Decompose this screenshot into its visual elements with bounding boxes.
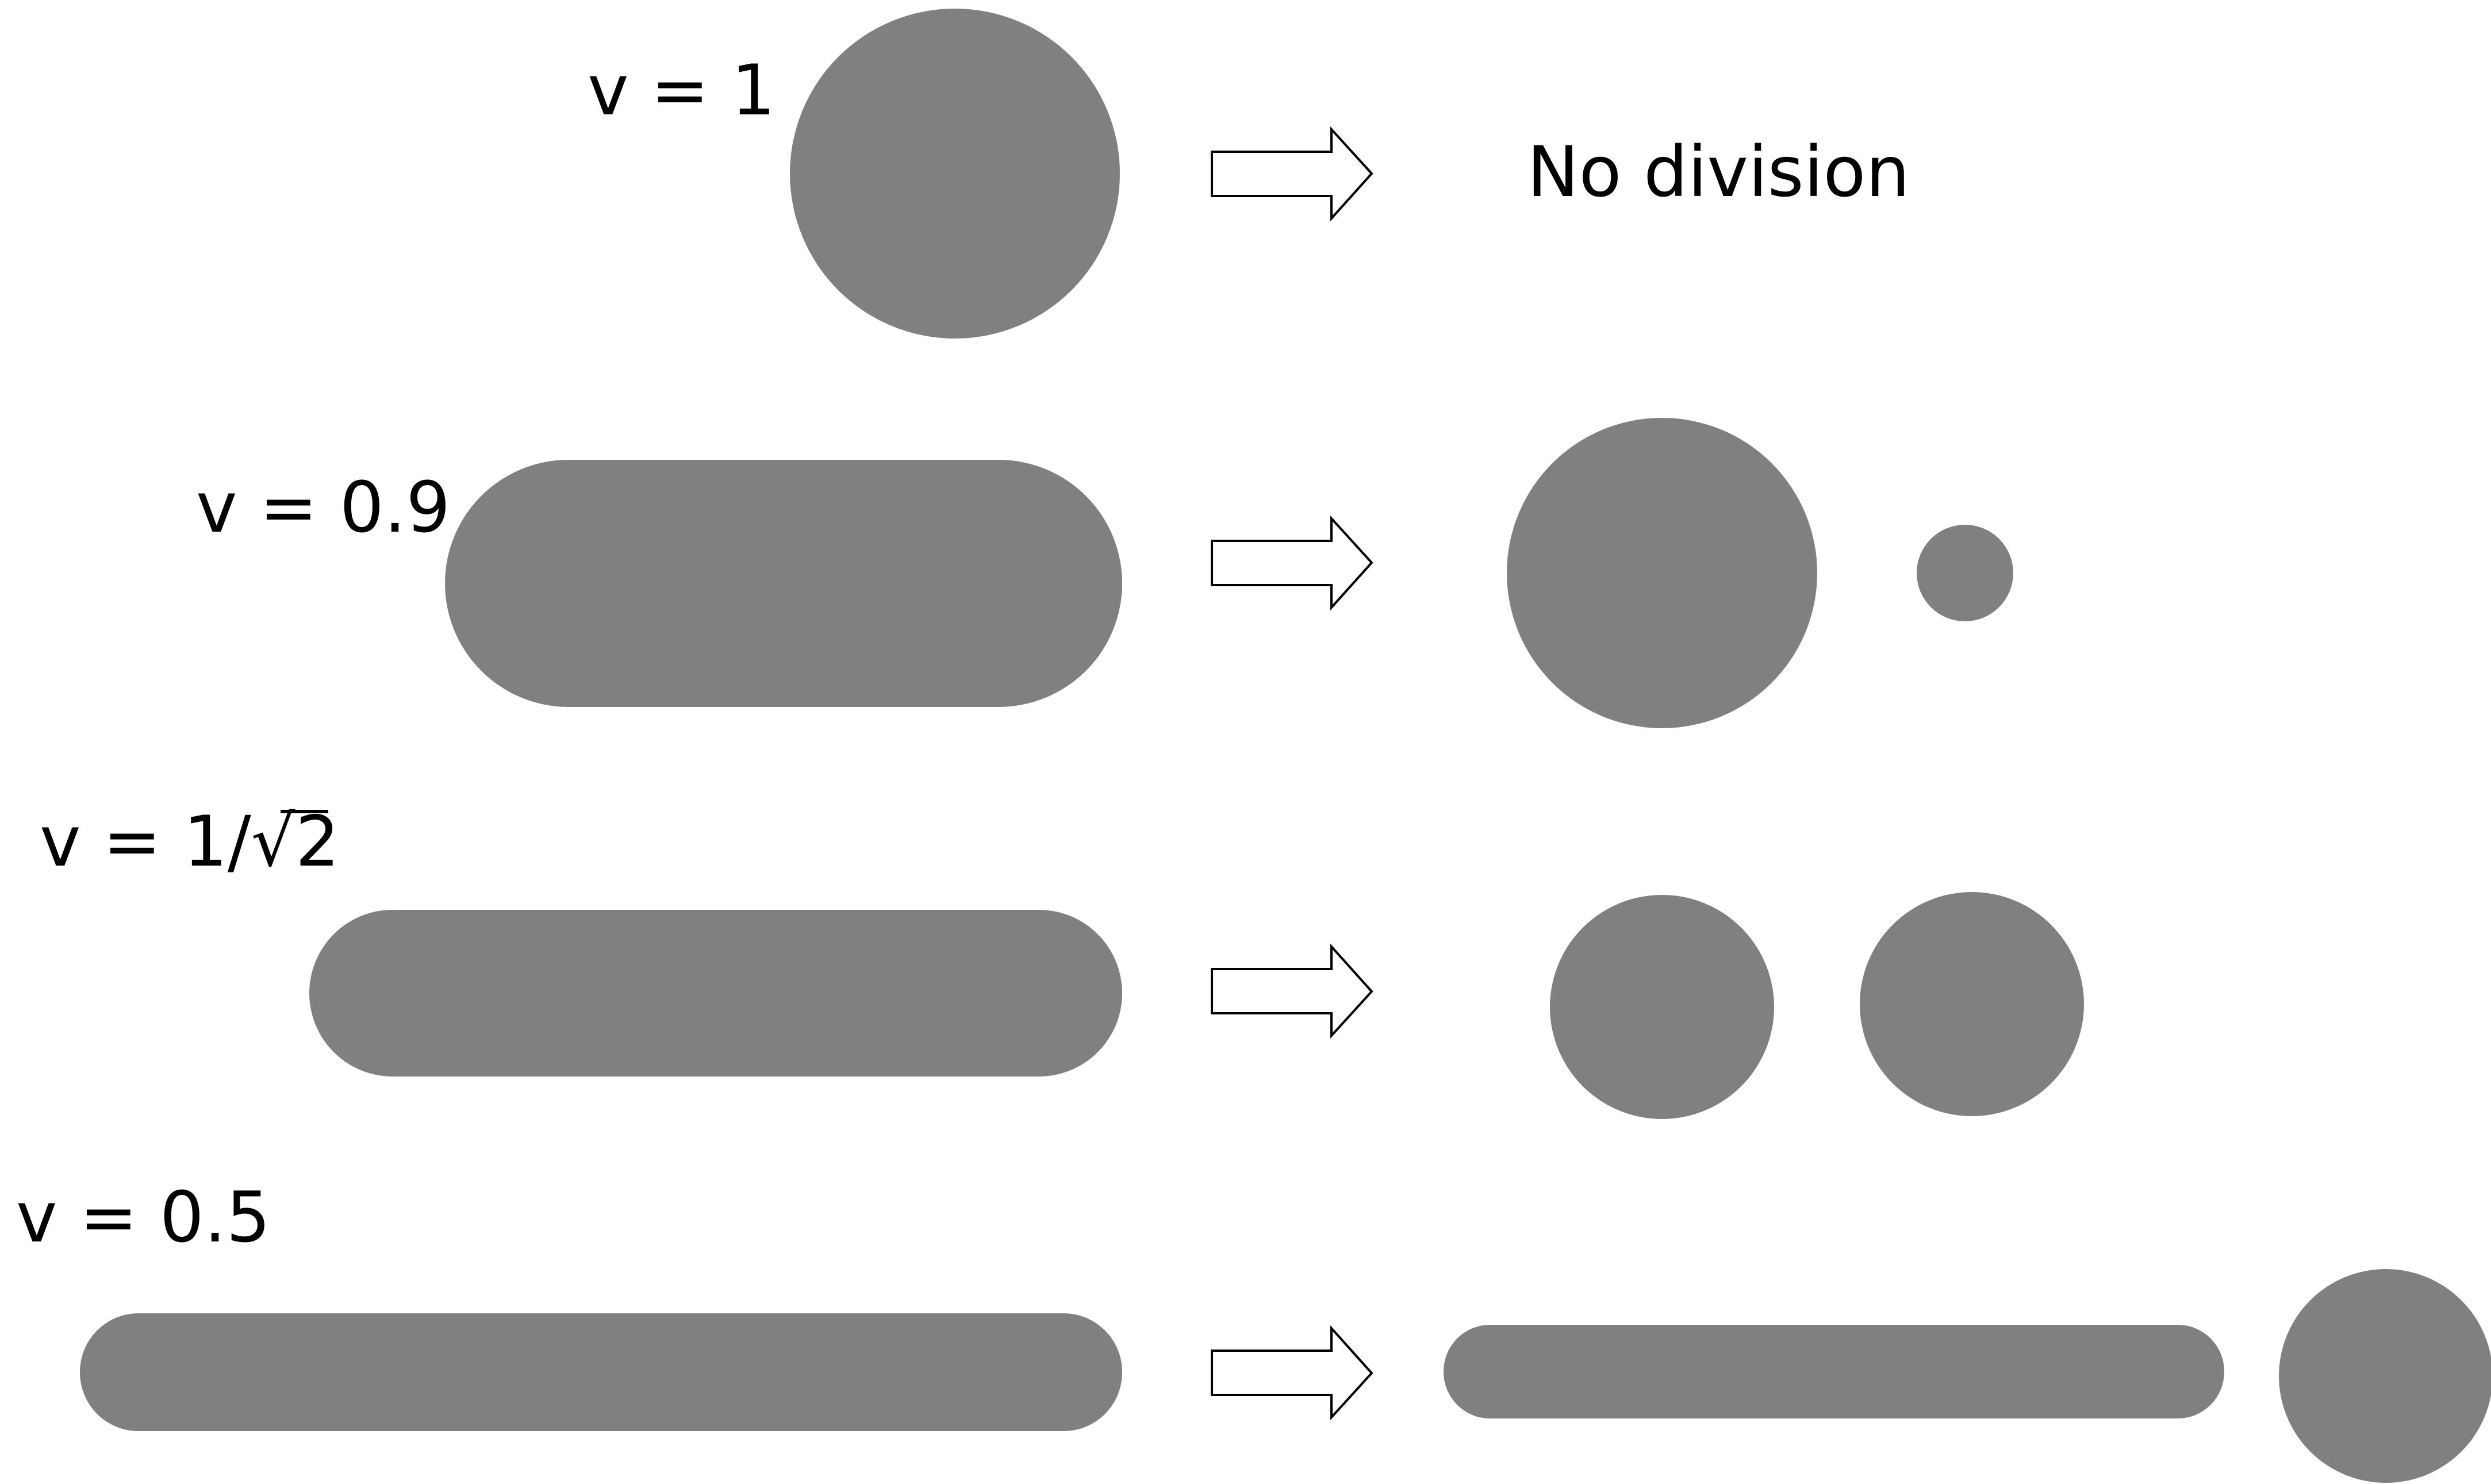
- row-3-label-prefix: v = 1/: [40, 801, 251, 882]
- row-3-label: v = 1/√2: [40, 801, 340, 882]
- row-1-label: v = 1: [588, 50, 776, 131]
- row-3-right-daughter-cell: [1860, 892, 2084, 1116]
- row-3-label-radicand: 2: [295, 801, 340, 882]
- row-4-initial-cell: [80, 1313, 1122, 1431]
- row-3-left-daughter-cell: [1550, 895, 1774, 1119]
- row-2-initial-cell: [445, 460, 1122, 707]
- row-2-small-daughter-cell: [1917, 525, 2013, 621]
- row-4-label: v = 0.5: [16, 1177, 270, 1258]
- row-v-1: v = 1 No division: [588, 9, 1910, 339]
- row-1-result-no-division: No division: [1527, 132, 1910, 213]
- row-v-0-9: v = 0.9: [196, 418, 2013, 728]
- row-1-initial-cell: [790, 9, 1120, 339]
- row-2-arrow-icon: [1211, 515, 1373, 611]
- row-4-round-daughter-cell: [2279, 1269, 2491, 1483]
- row-2-large-daughter-cell: [1507, 418, 1817, 728]
- row-v-1-over-sqrt2: v = 1/√2: [40, 801, 2084, 1119]
- row-3-sqrt-symbol: √: [251, 801, 296, 882]
- row-4-large-daughter-cell: [1444, 1325, 2224, 1418]
- row-v-0-5: v = 0.5: [16, 1177, 2491, 1483]
- row-3-initial-cell: [309, 910, 1122, 1077]
- row-2-label: v = 0.9: [196, 467, 450, 548]
- row-1-arrow-icon: [1211, 126, 1373, 222]
- row-4-arrow-icon: [1211, 1325, 1373, 1421]
- row-3-arrow-icon: [1211, 943, 1373, 1039]
